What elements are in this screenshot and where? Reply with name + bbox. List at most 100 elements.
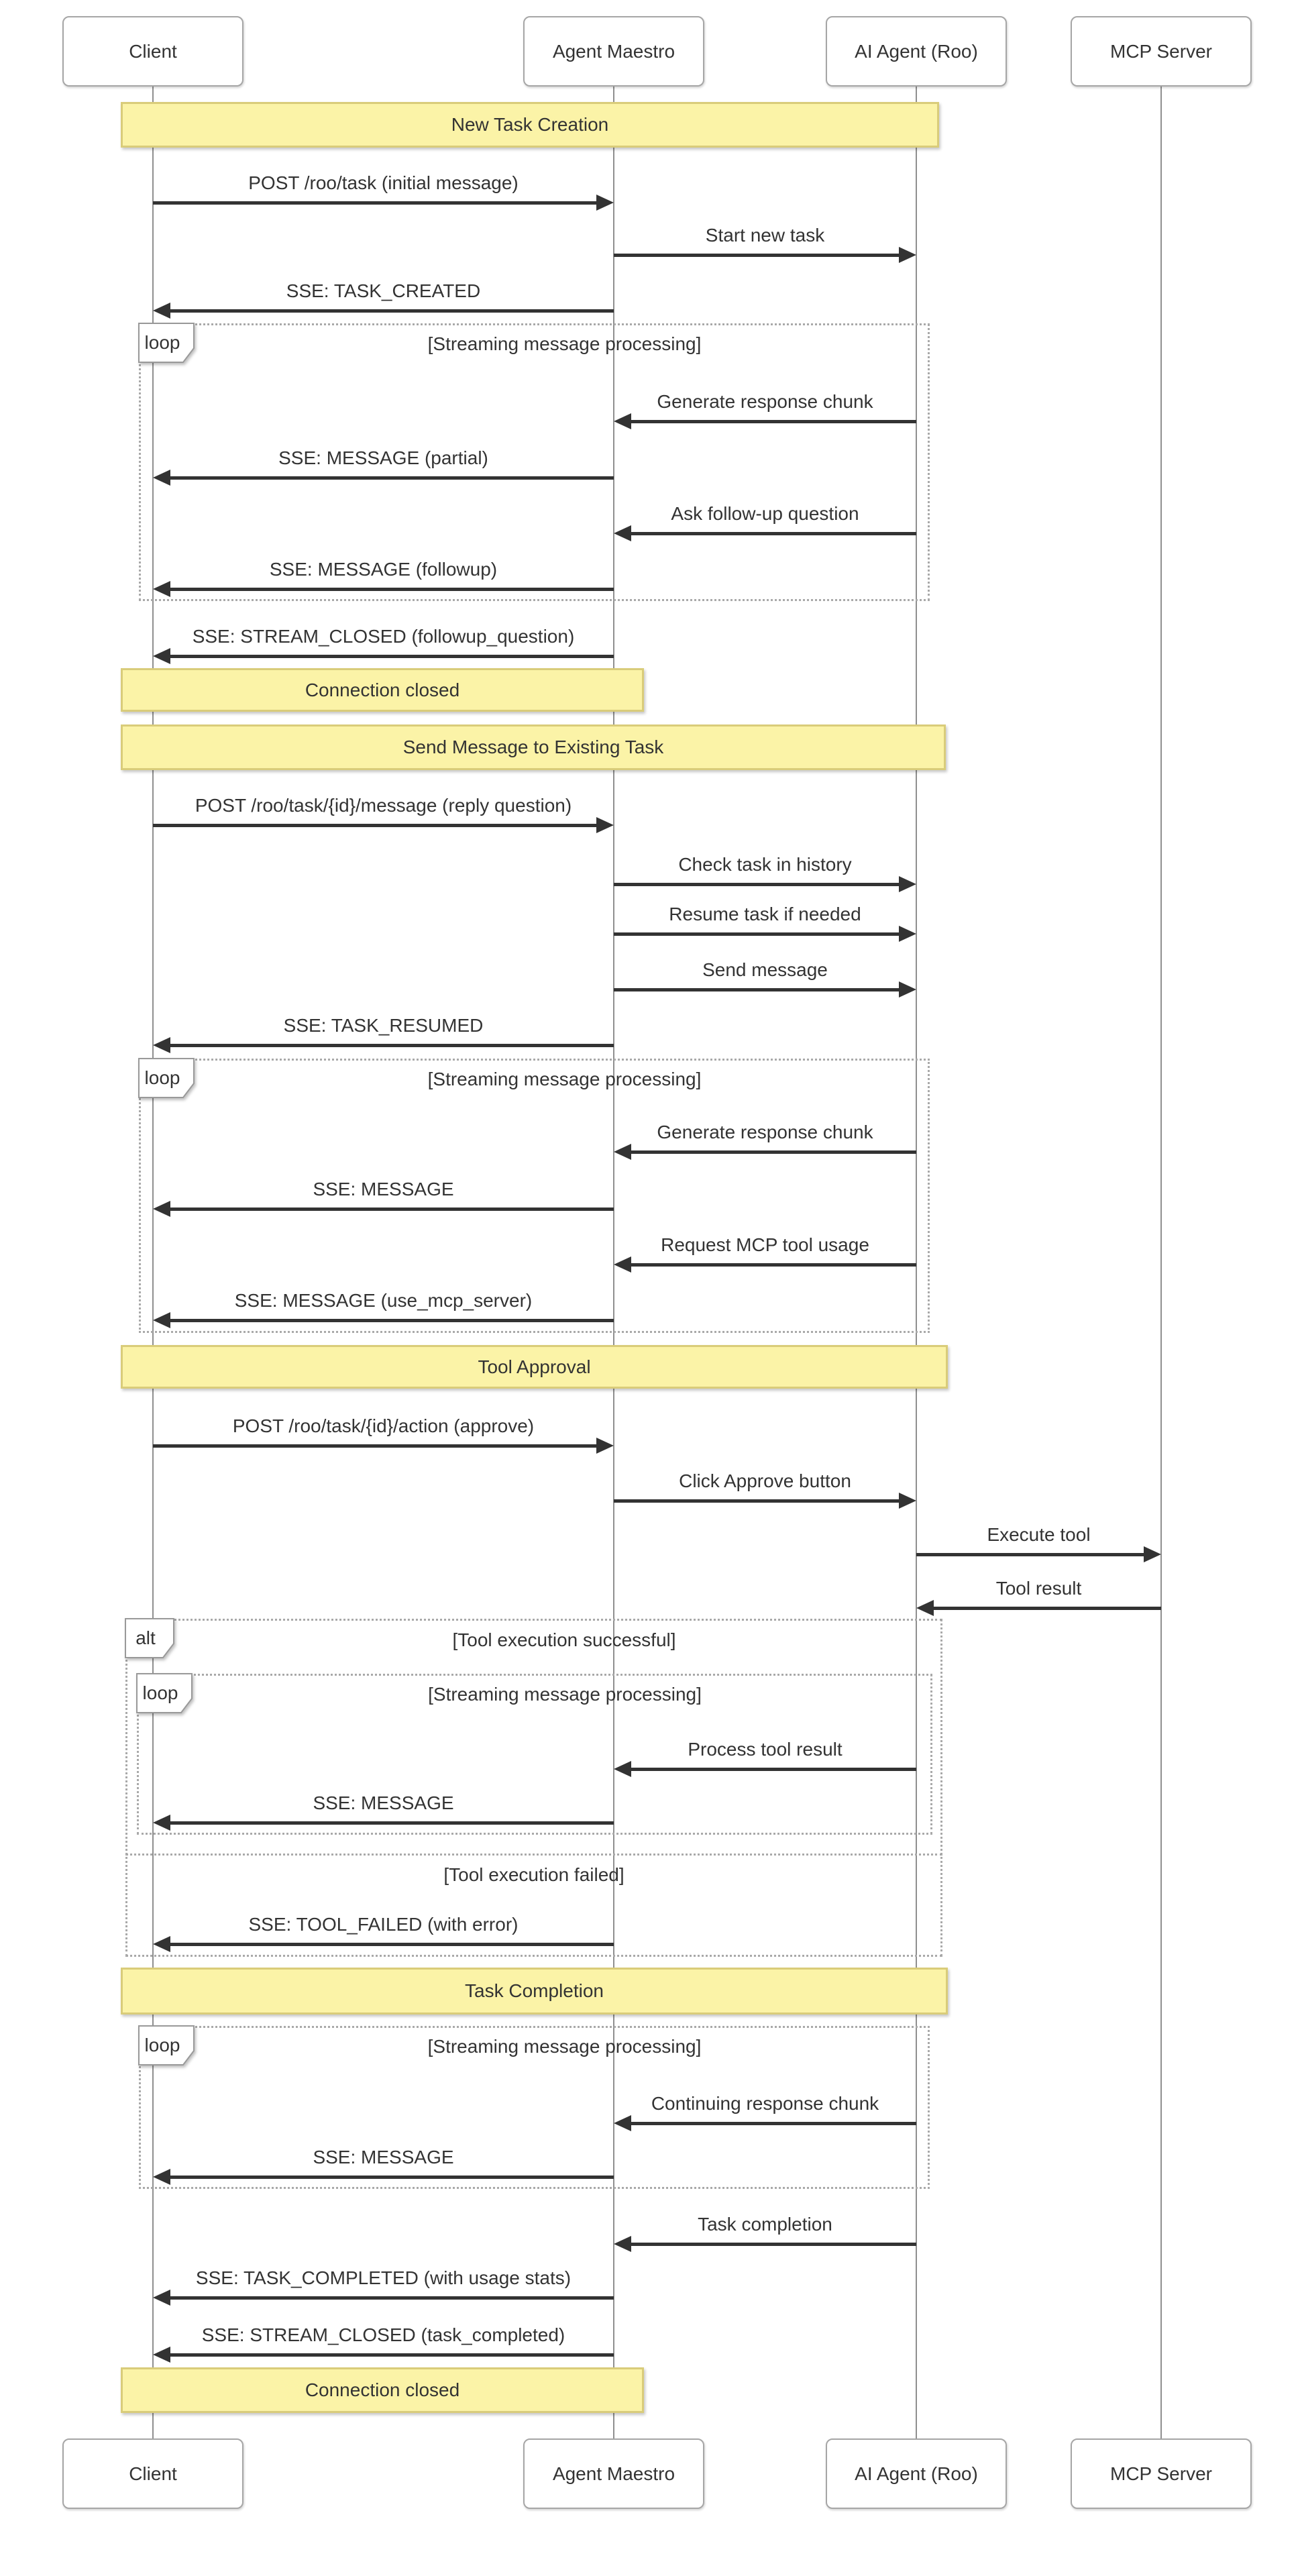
message-label: POST /roo/task (initial message): [248, 172, 519, 193]
message-line: [169, 1044, 614, 1047]
participant-ai-agent-roo-bottom: AI Agent (Roo): [826, 2438, 1007, 2509]
message-arrowhead: [899, 1493, 916, 1509]
participant-label: Agent Maestro: [552, 2463, 675, 2484]
frame-label-shape: [138, 2025, 195, 2065]
message-arrowhead: [153, 2290, 170, 2306]
message-line: [630, 532, 916, 535]
message-arrowhead: [153, 470, 170, 486]
frame-label-text: loop: [144, 332, 180, 353]
message-label: SSE: MESSAGE (use_mcp_server): [234, 1290, 533, 1311]
message-label: SSE: MESSAGE (partial): [278, 447, 488, 468]
message-line: [614, 883, 900, 886]
message-arrowhead: [153, 2169, 170, 2185]
frame-condition: [Tool execution failed]: [443, 1864, 625, 1885]
message-label: SSE: MESSAGE: [313, 2147, 454, 2167]
message-arrowhead: [916, 1600, 934, 1616]
message-line: [630, 1768, 916, 1771]
message-arrowhead: [614, 413, 631, 429]
message-label: Execute tool: [987, 1524, 1091, 1545]
frame-label-text: loop: [144, 2035, 180, 2055]
note-task-completion: Task Completion: [121, 1968, 948, 2015]
note-connection-closed: Connection closed: [121, 2367, 644, 2413]
message-line: [169, 1943, 614, 1946]
message-label: Tool result: [995, 1578, 1082, 1599]
frame-label-text: alt: [135, 1627, 156, 1648]
participant-label: Client: [129, 40, 177, 62]
message-arrowhead: [899, 247, 916, 263]
participant-agent-maestro-top: Agent Maestro: [523, 16, 704, 87]
lifeline-client: [152, 85, 154, 2440]
note-label: New Task Creation: [451, 114, 609, 135]
message-line: [153, 824, 598, 827]
participant-label: Agent Maestro: [552, 40, 675, 62]
message-label: POST /roo/task/{id}/message (reply quest…: [195, 795, 572, 816]
message-line: [614, 1499, 900, 1503]
message-label: SSE: TASK_COMPLETED (with usage stats): [195, 2267, 572, 2288]
message-arrowhead: [596, 195, 614, 211]
note-label: Tool Approval: [478, 1356, 591, 1377]
participant-label: Client: [129, 2463, 177, 2484]
lifeline-mcp-server: [1160, 85, 1162, 2440]
message-arrowhead: [153, 1201, 170, 1217]
participant-label: AI Agent (Roo): [855, 40, 978, 62]
note-label: Task Completion: [465, 1980, 604, 2001]
loop-frame: [139, 1059, 930, 1333]
message-arrowhead: [596, 817, 614, 833]
message-line: [169, 2353, 614, 2357]
frame-label-text: loop: [144, 1067, 180, 1088]
message-arrowhead: [614, 2236, 631, 2252]
message-line: [630, 1150, 916, 1154]
message-label: SSE: TASK_RESUMED: [283, 1015, 484, 1036]
message-line: [916, 1553, 1145, 1556]
message-label: SSE: TOOL_FAILED (with error): [248, 1914, 519, 1935]
participant-client-top: Client: [62, 16, 243, 87]
message-arrowhead: [596, 1438, 614, 1454]
message-arrowhead: [899, 926, 916, 942]
note-send-message-to-existing-task: Send Message to Existing Task: [121, 724, 946, 770]
message-line: [169, 1319, 614, 1322]
frame-label-text: loop: [142, 1682, 178, 1703]
message-line: [169, 309, 614, 313]
message-label: SSE: MESSAGE: [313, 1792, 454, 1813]
message-arrowhead: [899, 876, 916, 892]
message-arrowhead: [153, 648, 170, 664]
message-arrowhead: [614, 525, 631, 541]
message-arrowhead: [899, 981, 916, 998]
message-arrowhead: [1144, 1546, 1161, 1562]
message-label: Ask follow-up question: [671, 503, 859, 524]
message-line: [153, 1444, 598, 1448]
frame-label-shape: [136, 1673, 193, 1713]
message-arrowhead: [153, 1936, 170, 1952]
message-arrowhead: [153, 303, 170, 319]
message-line: [614, 254, 900, 257]
note-connection-closed: Connection closed: [121, 668, 644, 712]
message-arrowhead: [153, 1037, 170, 1053]
loop-frame: [137, 1674, 932, 1835]
participant-mcp-server-top: MCP Server: [1071, 16, 1252, 87]
message-label: Check task in history: [678, 854, 852, 875]
message-line: [630, 1263, 916, 1267]
note-label: Connection closed: [305, 2379, 460, 2400]
message-line: [169, 476, 614, 480]
frame-label-shape: [125, 1618, 174, 1658]
message-label: SSE: STREAM_CLOSED (followup_question): [192, 626, 575, 647]
message-line: [169, 1821, 614, 1825]
frame-condition: [Streaming message processing]: [428, 1684, 702, 1705]
participant-ai-agent-roo-top: AI Agent (Roo): [826, 16, 1007, 87]
message-arrowhead: [153, 1312, 170, 1328]
message-arrowhead: [153, 581, 170, 597]
frame-condition: [Streaming message processing]: [427, 1069, 702, 1089]
note-new-task-creation: New Task Creation: [121, 102, 939, 148]
frame-label-shape: [138, 1058, 195, 1098]
message-label: Request MCP tool usage: [661, 1234, 869, 1255]
message-label: Click Approve button: [679, 1470, 851, 1491]
message-line: [630, 420, 916, 423]
alt-divider: [125, 1854, 942, 1856]
participant-label: AI Agent (Roo): [855, 2463, 978, 2484]
message-line: [153, 201, 598, 205]
note-tool-approval: Tool Approval: [121, 1345, 948, 1389]
message-line: [932, 1607, 1161, 1610]
message-label: SSE: TASK_CREATED: [286, 280, 481, 301]
message-line: [169, 2176, 614, 2179]
